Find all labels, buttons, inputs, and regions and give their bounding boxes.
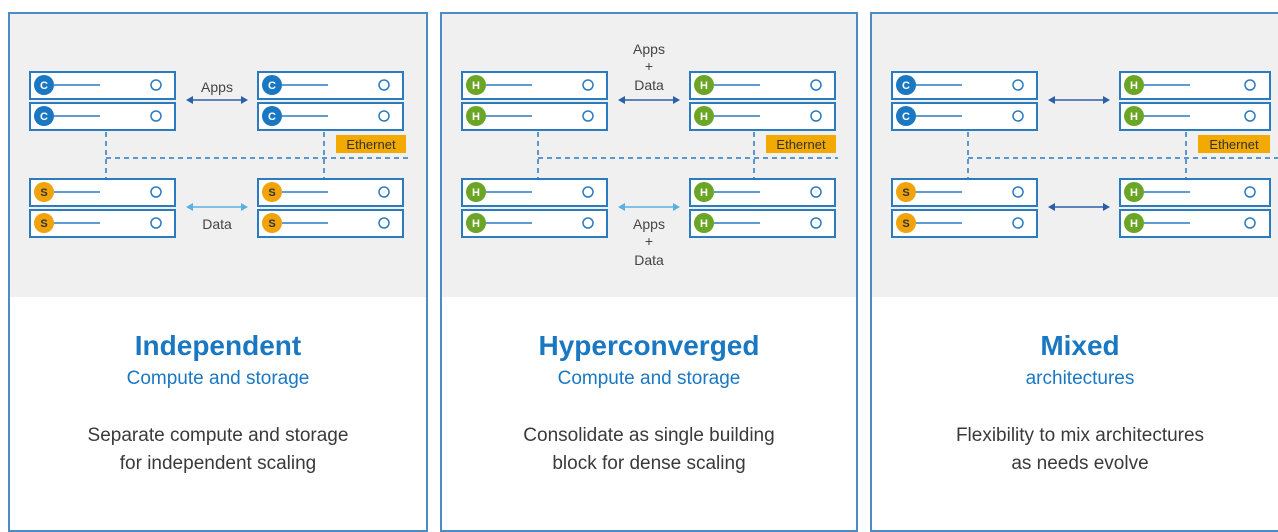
svg-text:C: C — [902, 111, 910, 123]
svg-text:C: C — [902, 80, 910, 92]
panel-independent: Ethernet C C C C — [8, 12, 428, 532]
bottom-label-line-2: + — [645, 233, 653, 249]
svg-text:S: S — [902, 218, 909, 230]
svg-text:H: H — [1130, 187, 1138, 199]
bottom-label-line-1: Apps — [633, 216, 665, 232]
panel-title: Mixed — [1040, 330, 1120, 361]
diagram-hyperconverged: Ethernet H H H H — [442, 14, 856, 297]
svg-text:C: C — [40, 111, 48, 123]
diagram-svg-mixed: Ethernet C C H H — [891, 71, 1278, 238]
panel-description: Separate compute and storage for indepen… — [40, 422, 396, 478]
ethernet-label: Ethernet — [346, 137, 396, 152]
data-label: Data — [202, 216, 232, 232]
server-stack-top-right: H H — [689, 71, 836, 131]
diagram-mixed: Ethernet C C H H — [872, 14, 1278, 297]
panel-title: Independent — [134, 330, 302, 361]
panel-subtitle: Compute and storage — [557, 368, 741, 389]
description-line-2: block for dense scaling — [552, 453, 746, 474]
top-label-line-1: Apps — [633, 41, 665, 57]
svg-text:H: H — [472, 111, 480, 123]
description-line-1: Separate compute and storage — [87, 425, 349, 446]
server-stack-top-left: C C — [891, 71, 1038, 131]
svg-text:C: C — [268, 80, 276, 92]
svg-text:H: H — [472, 80, 480, 92]
svg-text:H: H — [1130, 218, 1138, 230]
diagram-svg-independent: Ethernet C C C C — [29, 71, 408, 238]
panel-subtitle: architectures — [1025, 368, 1135, 389]
svg-text:H: H — [700, 80, 708, 92]
svg-text:S: S — [40, 187, 47, 199]
svg-text:H: H — [472, 218, 480, 230]
bottom-label-line-3: Data — [634, 252, 664, 268]
panel-mixed: Ethernet C C H H — [870, 12, 1278, 532]
svg-text:S: S — [268, 218, 275, 230]
server-stack-bottom-right: S S — [257, 178, 404, 238]
svg-text:H: H — [1130, 111, 1138, 123]
svg-text:S: S — [268, 187, 275, 199]
server-stack-bottom-left: H H — [461, 178, 608, 238]
svg-text:H: H — [700, 187, 708, 199]
apps-label: Apps — [201, 79, 233, 95]
server-stack-top-right: C C — [257, 71, 404, 131]
diagram-svg-hyperconverged: Ethernet H H H H — [461, 41, 838, 268]
panel-description: Flexibility to mix architectures as need… — [902, 422, 1258, 478]
description-line-1: Consolidate as single building — [523, 425, 775, 446]
svg-text:H: H — [472, 187, 480, 199]
svg-text:H: H — [700, 111, 708, 123]
svg-text:C: C — [268, 111, 276, 123]
panel-hyperconverged: Ethernet H H H H — [440, 12, 858, 532]
server-stack-top-right: H H — [1119, 71, 1271, 131]
top-label-line-3: Data — [634, 77, 664, 93]
ethernet-label: Ethernet — [776, 137, 826, 152]
description-line-2: as needs evolve — [1011, 453, 1149, 474]
server-stack-bottom-left: S S — [29, 178, 176, 238]
server-stack-top-left: H H — [461, 71, 608, 131]
svg-text:S: S — [40, 218, 47, 230]
svg-text:S: S — [902, 187, 909, 199]
svg-text:C: C — [40, 80, 48, 92]
panel-title: Hyperconverged — [538, 330, 760, 361]
description-line-2: for independent scaling — [119, 453, 317, 474]
svg-text:H: H — [1130, 80, 1138, 92]
server-stack-top-left: C C — [29, 71, 176, 131]
top-label-line-2: + — [645, 58, 653, 74]
server-stack-bottom-right: H H — [1119, 178, 1271, 238]
panel-subtitle: Compute and storage — [126, 368, 310, 389]
description-line-1: Flexibility to mix architectures — [955, 425, 1205, 446]
ethernet-label: Ethernet — [1209, 137, 1259, 152]
server-stack-bottom-left: S S — [891, 178, 1038, 238]
panel-description: Consolidate as single building block for… — [472, 422, 826, 478]
diagram-independent: Ethernet C C C C — [10, 14, 426, 297]
server-stack-bottom-right: H H — [689, 178, 836, 238]
svg-text:H: H — [700, 218, 708, 230]
